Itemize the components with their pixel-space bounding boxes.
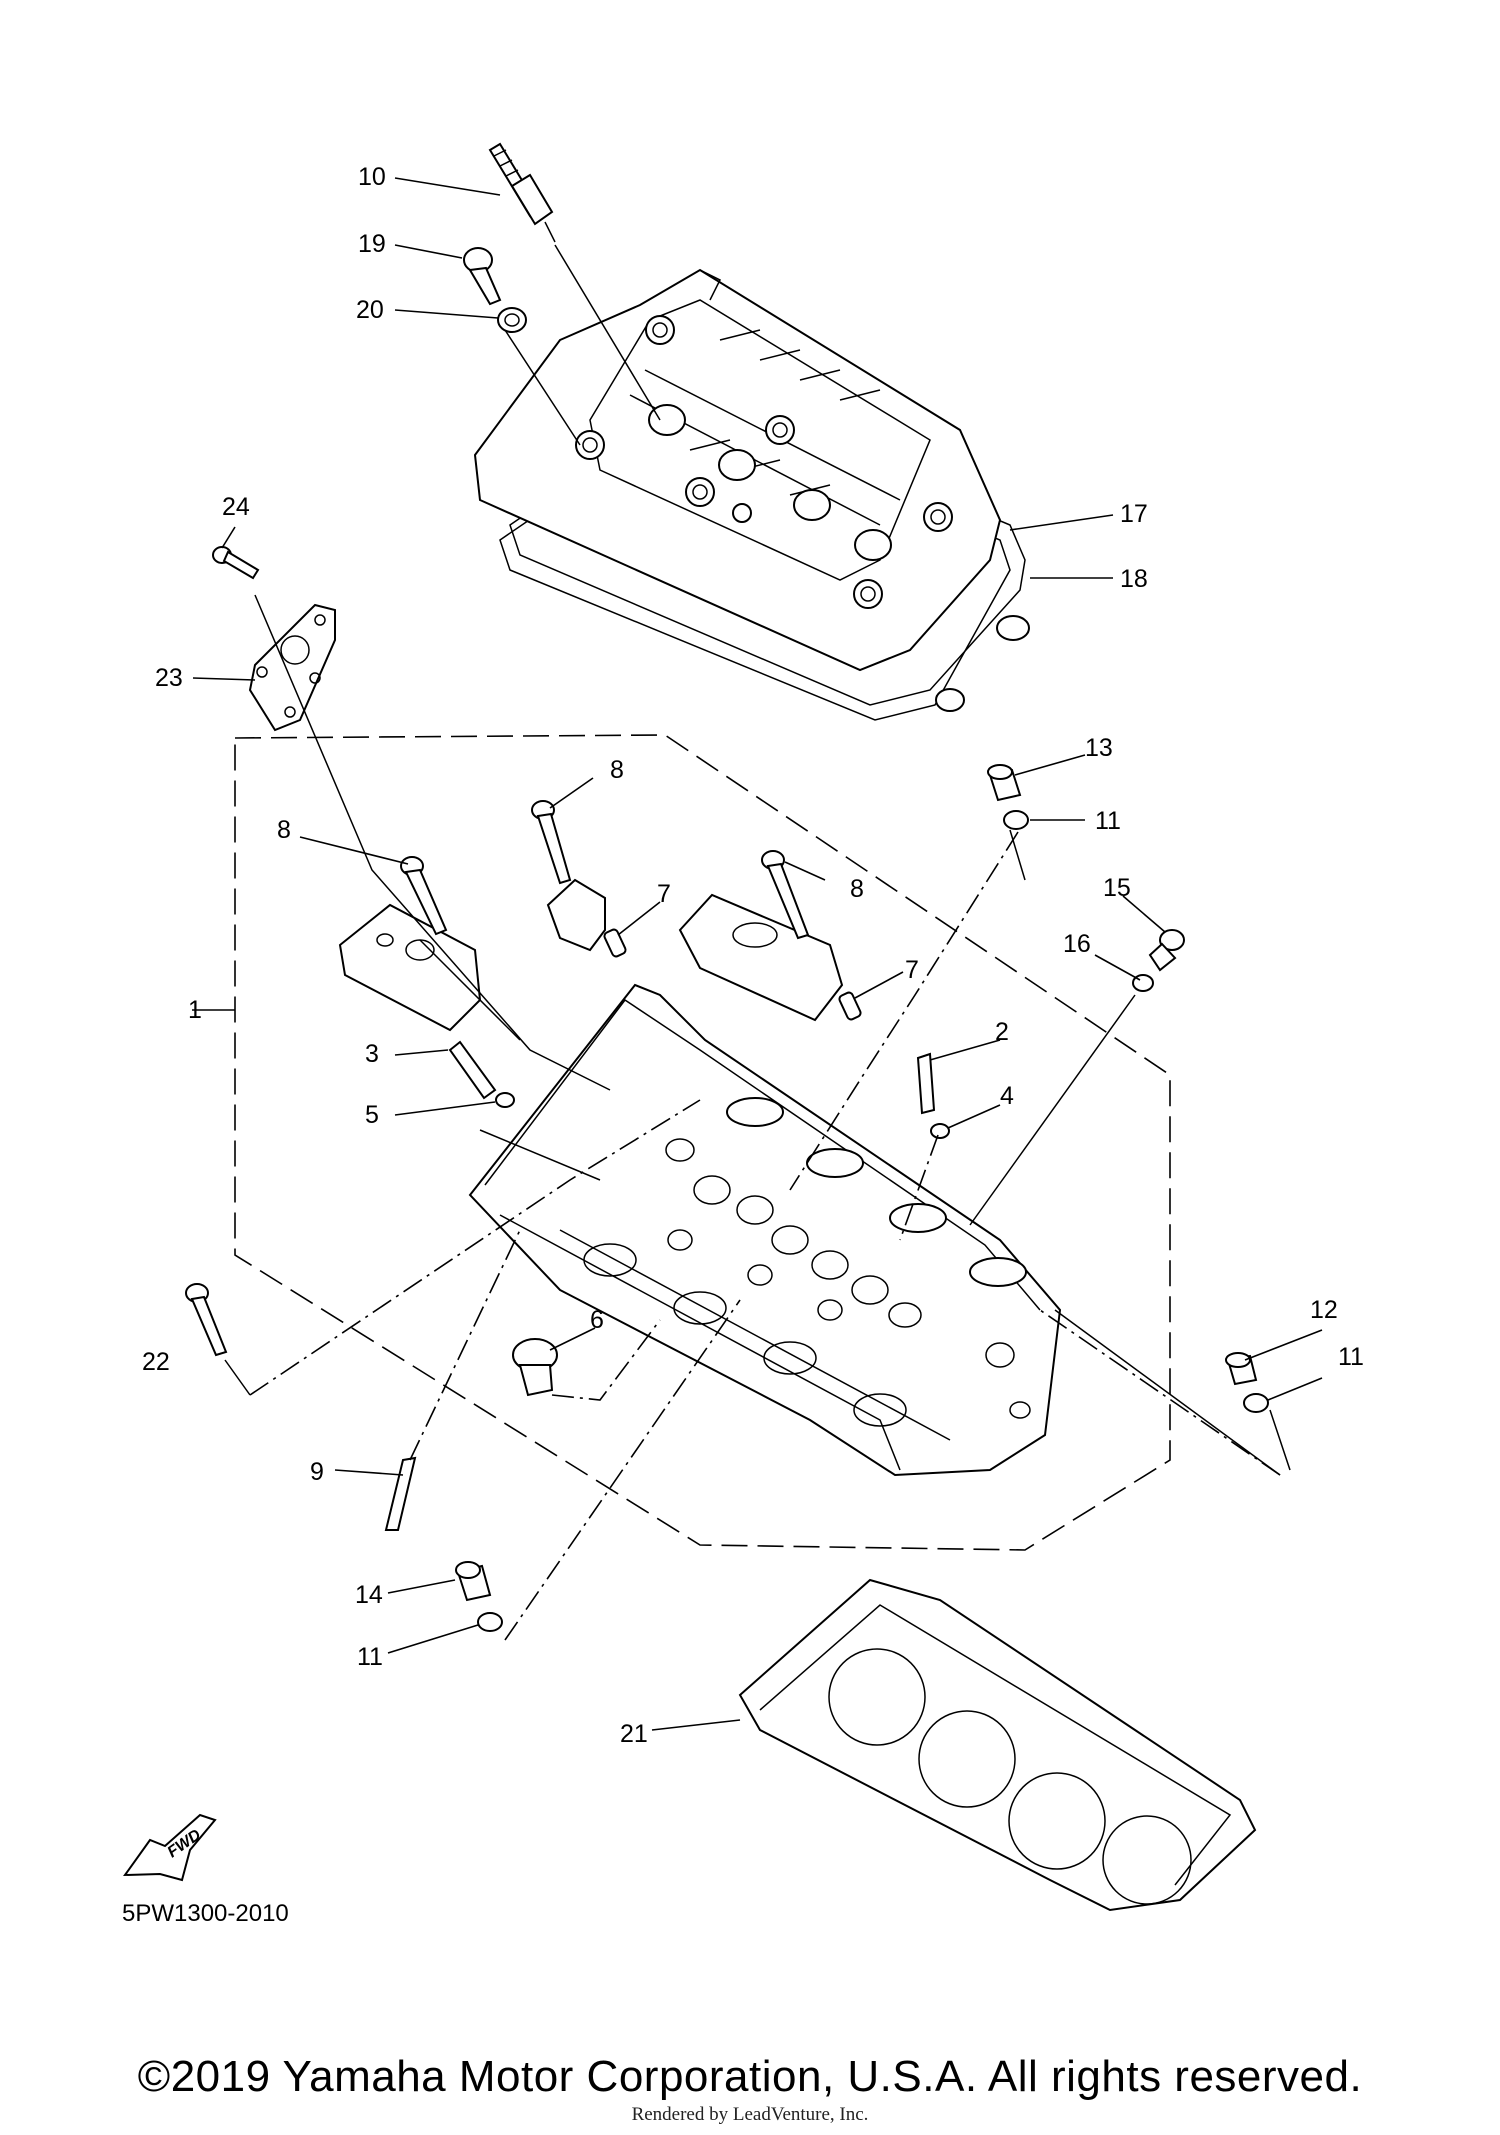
- camshaft-cap-left: [338, 903, 482, 1032]
- callout-22: 22: [142, 1348, 170, 1376]
- stud-bolt-2: [916, 1052, 936, 1115]
- callout-14: 14: [355, 1581, 383, 1609]
- callout-2: 2: [995, 1018, 1009, 1046]
- cylinder-head-cover: [473, 268, 1030, 721]
- plug-6: [512, 1338, 558, 1397]
- callout-3: 3: [365, 1040, 379, 1068]
- washer-11-bottom: [477, 1612, 503, 1632]
- plate-bolt: [212, 546, 260, 580]
- o-ring-4: [930, 1123, 950, 1139]
- washer-11-right: [1243, 1393, 1269, 1413]
- callout-15: 15: [1103, 874, 1131, 902]
- dashdot-reference-lines: [249, 831, 1281, 1641]
- callout-11-bottom: 11: [357, 1643, 383, 1671]
- spark-plug: [488, 142, 556, 243]
- callout-7-right: 7: [905, 956, 919, 984]
- callout-4: 4: [1000, 1082, 1014, 1110]
- callout-16: 16: [1063, 930, 1091, 958]
- callout-13: 13: [1085, 734, 1113, 762]
- callout-8-left: 8: [277, 816, 291, 844]
- callout-9: 9: [310, 1458, 324, 1486]
- reference-lines: [224, 244, 1291, 1476]
- callout-11-top: 11: [1095, 807, 1121, 835]
- camshaft-cap-center: [546, 878, 606, 952]
- cap-bolt-center: [531, 800, 572, 885]
- callout-24: 24: [222, 493, 250, 521]
- callout-8-right: 8: [850, 875, 864, 903]
- cap-bolt-right: [761, 850, 810, 940]
- callout-19: 19: [358, 230, 386, 258]
- cover-plate: [248, 603, 336, 732]
- callout-21: 21: [620, 1720, 648, 1748]
- stud-bolt-9: [384, 1456, 417, 1531]
- diagram-reference-code: 5PW1300-2010: [122, 1900, 289, 1927]
- cylinder-head: [468, 983, 1062, 1477]
- o-ring-5: [495, 1092, 515, 1108]
- plug-14: [455, 1561, 492, 1602]
- plug-12: [1225, 1352, 1258, 1386]
- dowel-pins: [603, 928, 862, 1021]
- camshaft-cap-right: [678, 893, 844, 1022]
- leader-lines: [192, 177, 1323, 1731]
- rendered-by-notice: Rendered by LeadVenture, Inc.: [631, 2104, 869, 2125]
- cylinder-head-assembly-boundary: [234, 734, 1171, 1551]
- callout-17: 17: [1120, 500, 1148, 528]
- cap-bolt-left: [400, 856, 448, 936]
- callout-1: 1: [188, 996, 202, 1024]
- callout-23: 23: [155, 664, 183, 692]
- callout-11-right: 11: [1338, 1343, 1364, 1371]
- callout-20: 20: [356, 296, 384, 324]
- bolt-22: [185, 1283, 228, 1357]
- callout-10: 10: [358, 163, 386, 191]
- callout-6: 6: [590, 1306, 604, 1334]
- callout-7-left: 7: [657, 880, 671, 908]
- copyright-notice: ©2019 Yamaha Motor Corporation, U.S.A. A…: [137, 2052, 1363, 2101]
- callout-5: 5: [365, 1101, 379, 1129]
- cover-washer: [497, 307, 527, 333]
- callout-12: 12: [1310, 1296, 1338, 1324]
- cylinder-head-gasket: [738, 1578, 1257, 1912]
- callout-labels: 10 19 20 17 18 24 23 13 11 8 8 8 7 7 15 …: [142, 163, 1364, 1748]
- callout-8-center: 8: [610, 756, 624, 784]
- washer-11-top: [1003, 810, 1029, 830]
- stud-bolt-3: [448, 1040, 497, 1100]
- forward-arrow-icon: FWD: [123, 1813, 217, 1882]
- plug-13: [987, 764, 1022, 802]
- bolt-15: [1148, 929, 1185, 972]
- callout-18: 18: [1120, 565, 1148, 593]
- cover-bolt: [463, 247, 502, 306]
